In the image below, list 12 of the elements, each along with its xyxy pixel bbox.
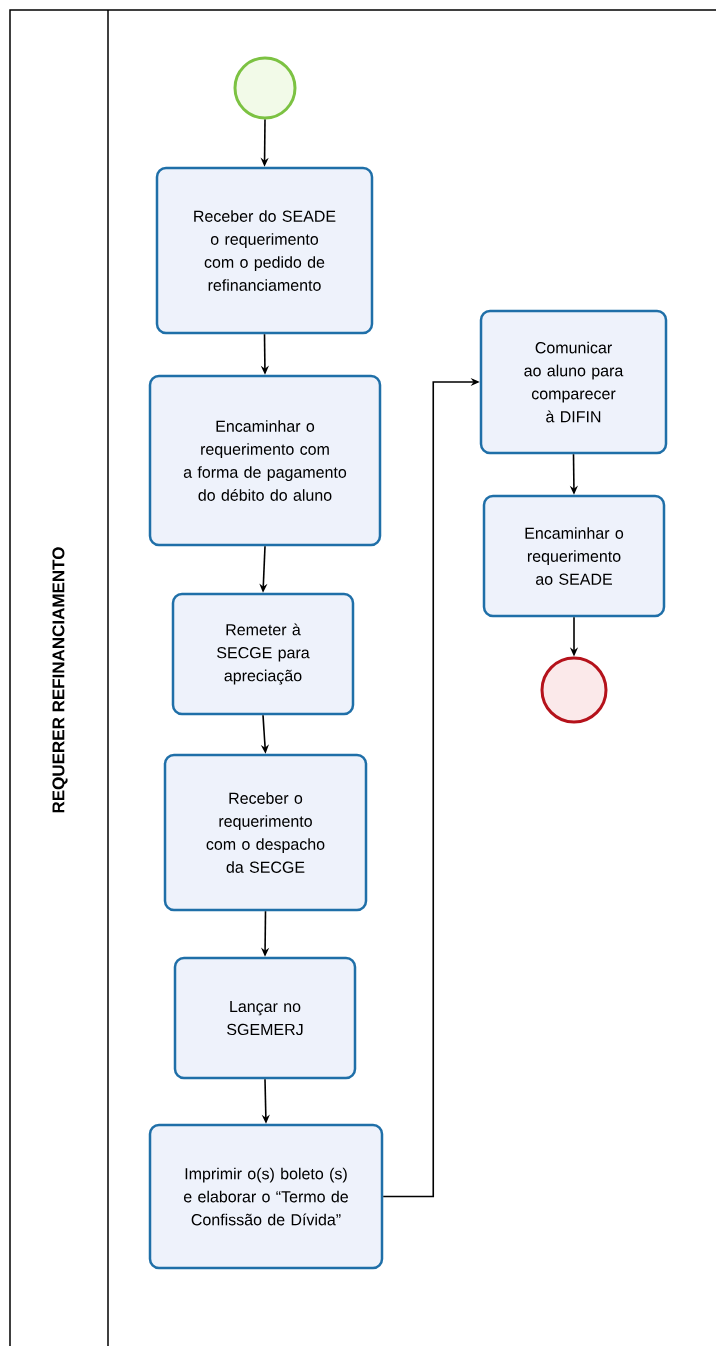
task-box: Imprimir o(s) boleto (s) e elaborar o “Termo de Confissão de Dívida” xyxy=(148,1123,384,1270)
task-box: Encaminhar o requerimento com a forma de pagamento do débito do aluno xyxy=(148,374,382,547)
startevent-circle xyxy=(233,56,297,120)
task-box: Receber o requerimento com o despacho da SECGE xyxy=(163,753,368,912)
swimlane xyxy=(9,9,716,1346)
task-box: Comunicar ao aluno para comparecer à DIFIN xyxy=(479,309,668,455)
endevent-circle xyxy=(540,656,608,724)
task-box: Remeter à SECGE para apreciação xyxy=(171,592,355,716)
lane-label: REQUERER REFINANCIAMENTO xyxy=(52,547,68,813)
task-box: Lançar no SGEMERJ xyxy=(173,956,357,1080)
task-box: Encaminhar o requerimento ao SEADE xyxy=(482,494,666,618)
task-box: Receber do SEADE o requerimento com o pedido de refinanciamento xyxy=(155,166,374,335)
